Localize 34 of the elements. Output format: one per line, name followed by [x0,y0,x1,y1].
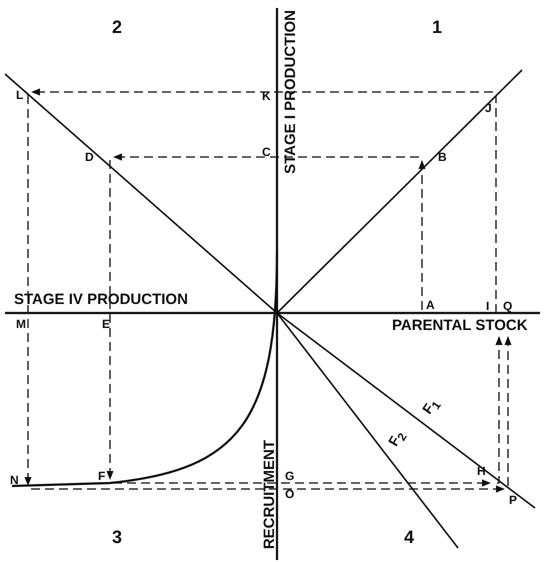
quadrant-number: 2 [112,18,122,36]
point-label: O [285,488,294,500]
axis-title: STAGE I PRODUCTION [283,10,298,174]
quadrant-number: 3 [112,528,122,546]
dashed-arrow [504,336,512,486]
point-label: G [285,470,294,482]
quadrant-number: 1 [432,18,442,36]
axis-title: RECRUITMENT [262,440,277,550]
dashed-arrow [24,95,32,486]
point-label: L [16,89,24,101]
point-label: Q [503,300,512,312]
point-label: K [262,90,271,102]
point-label: J [485,102,492,114]
dashed-arrow [113,479,491,487]
dashed-arrow [418,160,426,310]
point-label: N [10,474,19,486]
quadrant-number: 4 [404,528,414,546]
dashed-arrow [106,160,114,480]
dashed-arrow [495,336,503,484]
dashed-arrow [113,153,419,161]
axis-title: STAGE IV PRODUCTION [14,292,188,307]
axis-title: PARENTAL STOCK [392,318,528,333]
point-label: B [438,151,447,163]
dashed-arrow [31,88,493,96]
dashed-arrow [31,485,505,493]
point-label: C [262,146,271,158]
point-label: M [16,318,26,330]
point-label: A [426,299,435,311]
point-label: E [102,318,110,330]
point-label: F [98,470,106,482]
point-label: I [486,300,490,312]
point-label: D [85,151,94,163]
point-label: P [509,494,518,506]
dashed-line [495,96,497,314]
